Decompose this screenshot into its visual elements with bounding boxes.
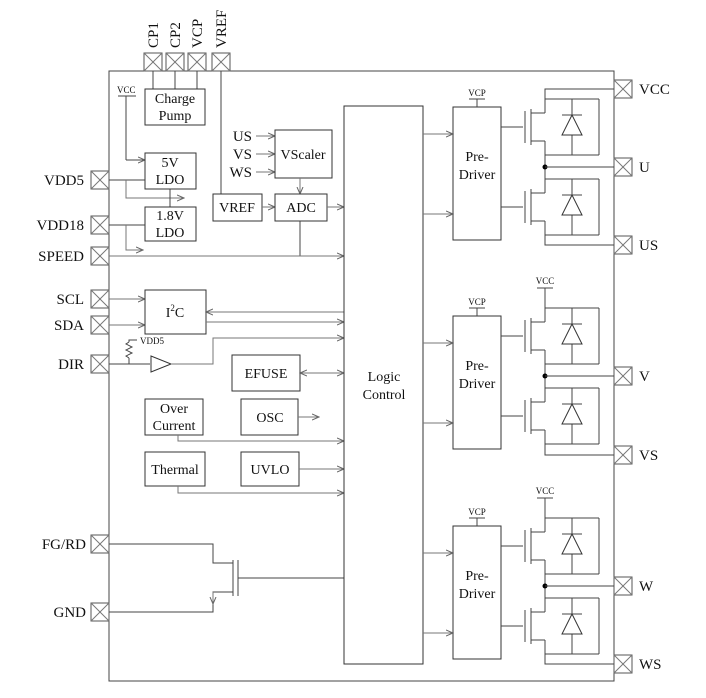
pad-cp1: [143, 52, 163, 72]
vscaler-input-us: US: [233, 129, 252, 145]
logic-control-block: [343, 105, 424, 665]
charge-pump-label-1: Charge: [155, 92, 195, 107]
phase-w-vcc-label: VCC: [536, 486, 555, 496]
interface-section: I2C VDD5: [109, 256, 344, 373]
phase-u-vcp-label: VCP: [468, 88, 486, 98]
pin-label-u: U: [639, 160, 650, 176]
pin-label-vdd18: VDD18: [37, 218, 85, 234]
pad-vref: [211, 52, 231, 72]
phase-u-pre-driver-block: [452, 106, 502, 241]
pin-label-us: US: [639, 238, 658, 254]
phase-v-ls-diode: [561, 402, 583, 425]
pin-label-vref: VREF: [214, 10, 230, 48]
vscaler-input-ws: WS: [230, 165, 253, 181]
vref-label: VREF: [219, 201, 255, 216]
pin-label-vcp: VCP: [190, 19, 206, 48]
phase-v-pre-driver-label-1: Pre-: [465, 359, 489, 374]
ldo18-label-2: LDO: [156, 226, 185, 241]
pin-label-scl: SCL: [56, 292, 84, 308]
ldo18-label-1: 1.8V: [156, 209, 184, 224]
pad-cp2: [165, 52, 185, 72]
right-pins: VCC U US V VS W WS: [613, 79, 670, 674]
logic-control-label-2: Control: [363, 388, 406, 403]
pin-label-w: W: [639, 579, 654, 595]
ldo18-block: [144, 206, 197, 242]
phase-u-sense-wire: [544, 235, 614, 246]
phase-v-vcp-label: VCP: [468, 297, 486, 307]
phase-u-pre-driver-label-2: Driver: [459, 168, 496, 183]
vscaler-input-vs: VS: [233, 147, 252, 163]
over-current-label-1: Over: [160, 402, 188, 417]
phase-v-sense-wire: [544, 444, 614, 456]
thermal-label: Thermal: [151, 463, 199, 478]
pin-label-dir: DIR: [58, 357, 84, 373]
phase-v-hs-diode: [561, 322, 583, 345]
uvlo-label: UVLO: [251, 463, 290, 478]
phase-w-pre-driver-label-1: Pre-: [465, 569, 489, 584]
thermal-block: [144, 451, 206, 487]
pin-label-speed: SPEED: [38, 249, 84, 265]
phase-drivers: Pre-DriverVCPPre-DriverVCPVCCPre-DriverV…: [423, 88, 614, 665]
phase-w-sense-wire: [544, 654, 614, 665]
vscaler-block: [274, 129, 333, 179]
top-pins: CP1 CP2 VCP VREF: [143, 10, 231, 201]
phase-u-hs-diode: [561, 113, 583, 136]
pin-label-vdd5: VDD5: [44, 173, 84, 189]
power-section: VCC Charge Pump 5V LDO 1.8V LDO: [109, 85, 206, 250]
phase-u-pre-driver-label-1: Pre-: [465, 150, 489, 165]
phase-w-ls-diode: [561, 612, 583, 635]
adc-label: ADC: [286, 201, 316, 216]
pad-vcp: [187, 52, 207, 72]
left-pins: VDD5 VDD18 SPEED SCL SDA DIR FG/RD GND: [37, 170, 110, 622]
over-current-block: [144, 398, 204, 436]
pin-label-ws: WS: [639, 657, 662, 673]
adc-section: US VS WS VScaler VREF ADC: [212, 129, 344, 256]
phase-v-pre-driver-label-2: Driver: [459, 377, 496, 392]
pin-label-vcc: VCC: [639, 82, 670, 98]
i2c-label: I2C: [166, 303, 185, 321]
phase-w-hs-diode: [561, 532, 583, 555]
over-current-label-2: Current: [153, 419, 196, 434]
support-blocks: EFUSE OSC Over Current Thermal UVLO: [144, 354, 344, 493]
osc-block: [240, 398, 299, 436]
pin-label-vs: VS: [639, 448, 658, 464]
phase-v-pre-driver-block: [452, 315, 502, 450]
charge-pump-vcc-label: VCC: [117, 85, 136, 95]
pin-label-cp2: CP2: [168, 22, 184, 48]
fg-rd-section: [109, 543, 344, 613]
vscaler-label: VScaler: [280, 148, 325, 163]
phase-w-pre-driver-label-2: Driver: [459, 587, 496, 602]
charge-pump-block: [144, 88, 206, 126]
adc-block: [274, 193, 328, 222]
pin-label-cp1: CP1: [146, 22, 162, 48]
pin-label-fgrd: FG/RD: [42, 537, 86, 553]
phase-u-vcc-wire: [544, 88, 614, 99]
efuse-label: EFUSE: [245, 367, 288, 382]
efuse-block: [231, 354, 301, 392]
phase-u-ls-diode: [561, 193, 583, 216]
vref-block: [212, 193, 263, 222]
pin-label-sda: SDA: [54, 318, 84, 334]
pin-label-v: V: [639, 369, 650, 385]
phase-v-vcc-label: VCC: [536, 276, 555, 286]
uvlo-block: [240, 451, 300, 487]
ldo5-label-2: LDO: [156, 173, 185, 188]
dir-pullup-label: VDD5: [140, 336, 164, 346]
i2c-block: [144, 289, 207, 335]
ldo5-label-1: 5V: [161, 156, 178, 171]
osc-label: OSC: [256, 411, 283, 426]
charge-pump-label-2: Pump: [159, 109, 192, 124]
phase-w-vcp-label: VCP: [468, 507, 486, 517]
pin-label-gnd: GND: [54, 605, 87, 621]
dir-buffer: [150, 355, 173, 373]
logic-control-label-1: Logic: [368, 370, 401, 385]
